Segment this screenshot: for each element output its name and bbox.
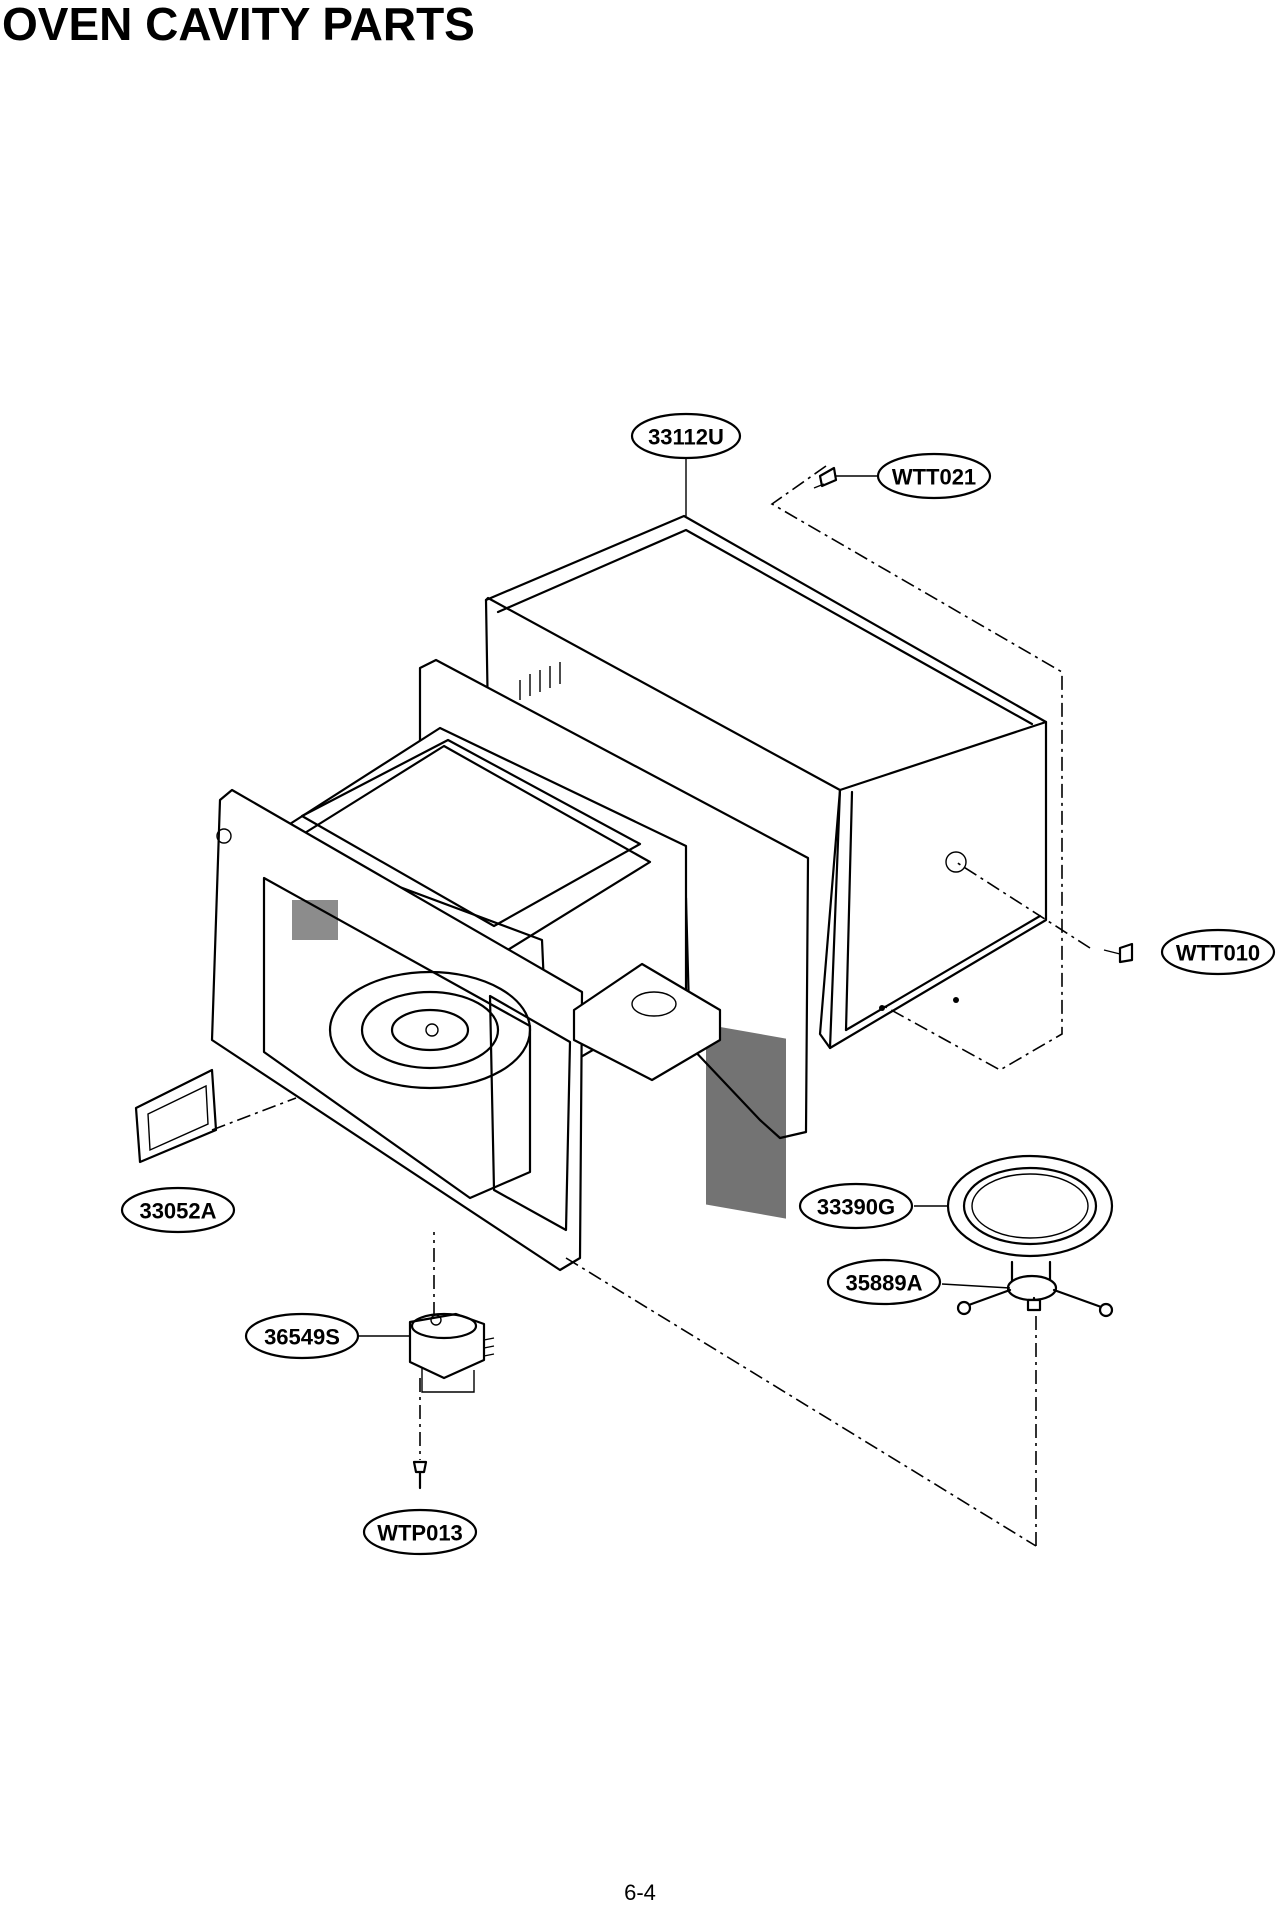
svg-text:36549S: 36549S: [264, 1325, 340, 1350]
label-glass-tray: 33390G: [798, 1182, 914, 1230]
tray-motor-drawing: [408, 1312, 495, 1393]
label-case-screw-top: WTT021: [876, 452, 992, 500]
svg-text:35889A: 35889A: [845, 1271, 922, 1296]
svg-text:33052A: 33052A: [139, 1199, 216, 1224]
svg-text:WTT010: WTT010: [1176, 941, 1260, 966]
back-panel-mesh: [706, 1024, 786, 1219]
svg-text:33390G: 33390G: [817, 1195, 895, 1220]
motor-screw-drawing: [412, 1460, 428, 1490]
page-number: 6-4: [624, 1880, 656, 1905]
cover-drawing: [134, 1068, 218, 1164]
label-tray-motor: 36549S: [244, 1312, 360, 1360]
svg-text:WTT021: WTT021: [892, 465, 976, 490]
case-screw-top-drawing: [813, 466, 838, 489]
leader-roller-guide: [941, 1283, 1011, 1289]
label-motor-screw: WTP013: [362, 1508, 478, 1556]
label-cover: 33052A: [120, 1186, 236, 1234]
leader-motor-to-roller: [565, 1257, 1037, 1547]
label-outer-case: 33112U: [630, 412, 742, 460]
label-case-screw-side: WTT010: [1160, 928, 1276, 976]
leader-case-screw-top: [770, 465, 1063, 1071]
label-roller-guide: 35889A: [826, 1258, 942, 1306]
leader-cover: [211, 1097, 297, 1131]
svg-text:33112U: 33112U: [648, 425, 724, 450]
page-title: OVEN CAVITY PARTS: [2, 0, 475, 50]
cavity-drawing: [210, 658, 810, 1272]
outer-case-drawing: [484, 514, 1048, 1050]
svg-text:WTP013: WTP013: [377, 1521, 463, 1546]
case-screw-side-drawing: [1103, 942, 1134, 964]
roller-guide-drawing: [956, 1260, 1114, 1318]
glass-tray-drawing: [946, 1154, 1114, 1258]
